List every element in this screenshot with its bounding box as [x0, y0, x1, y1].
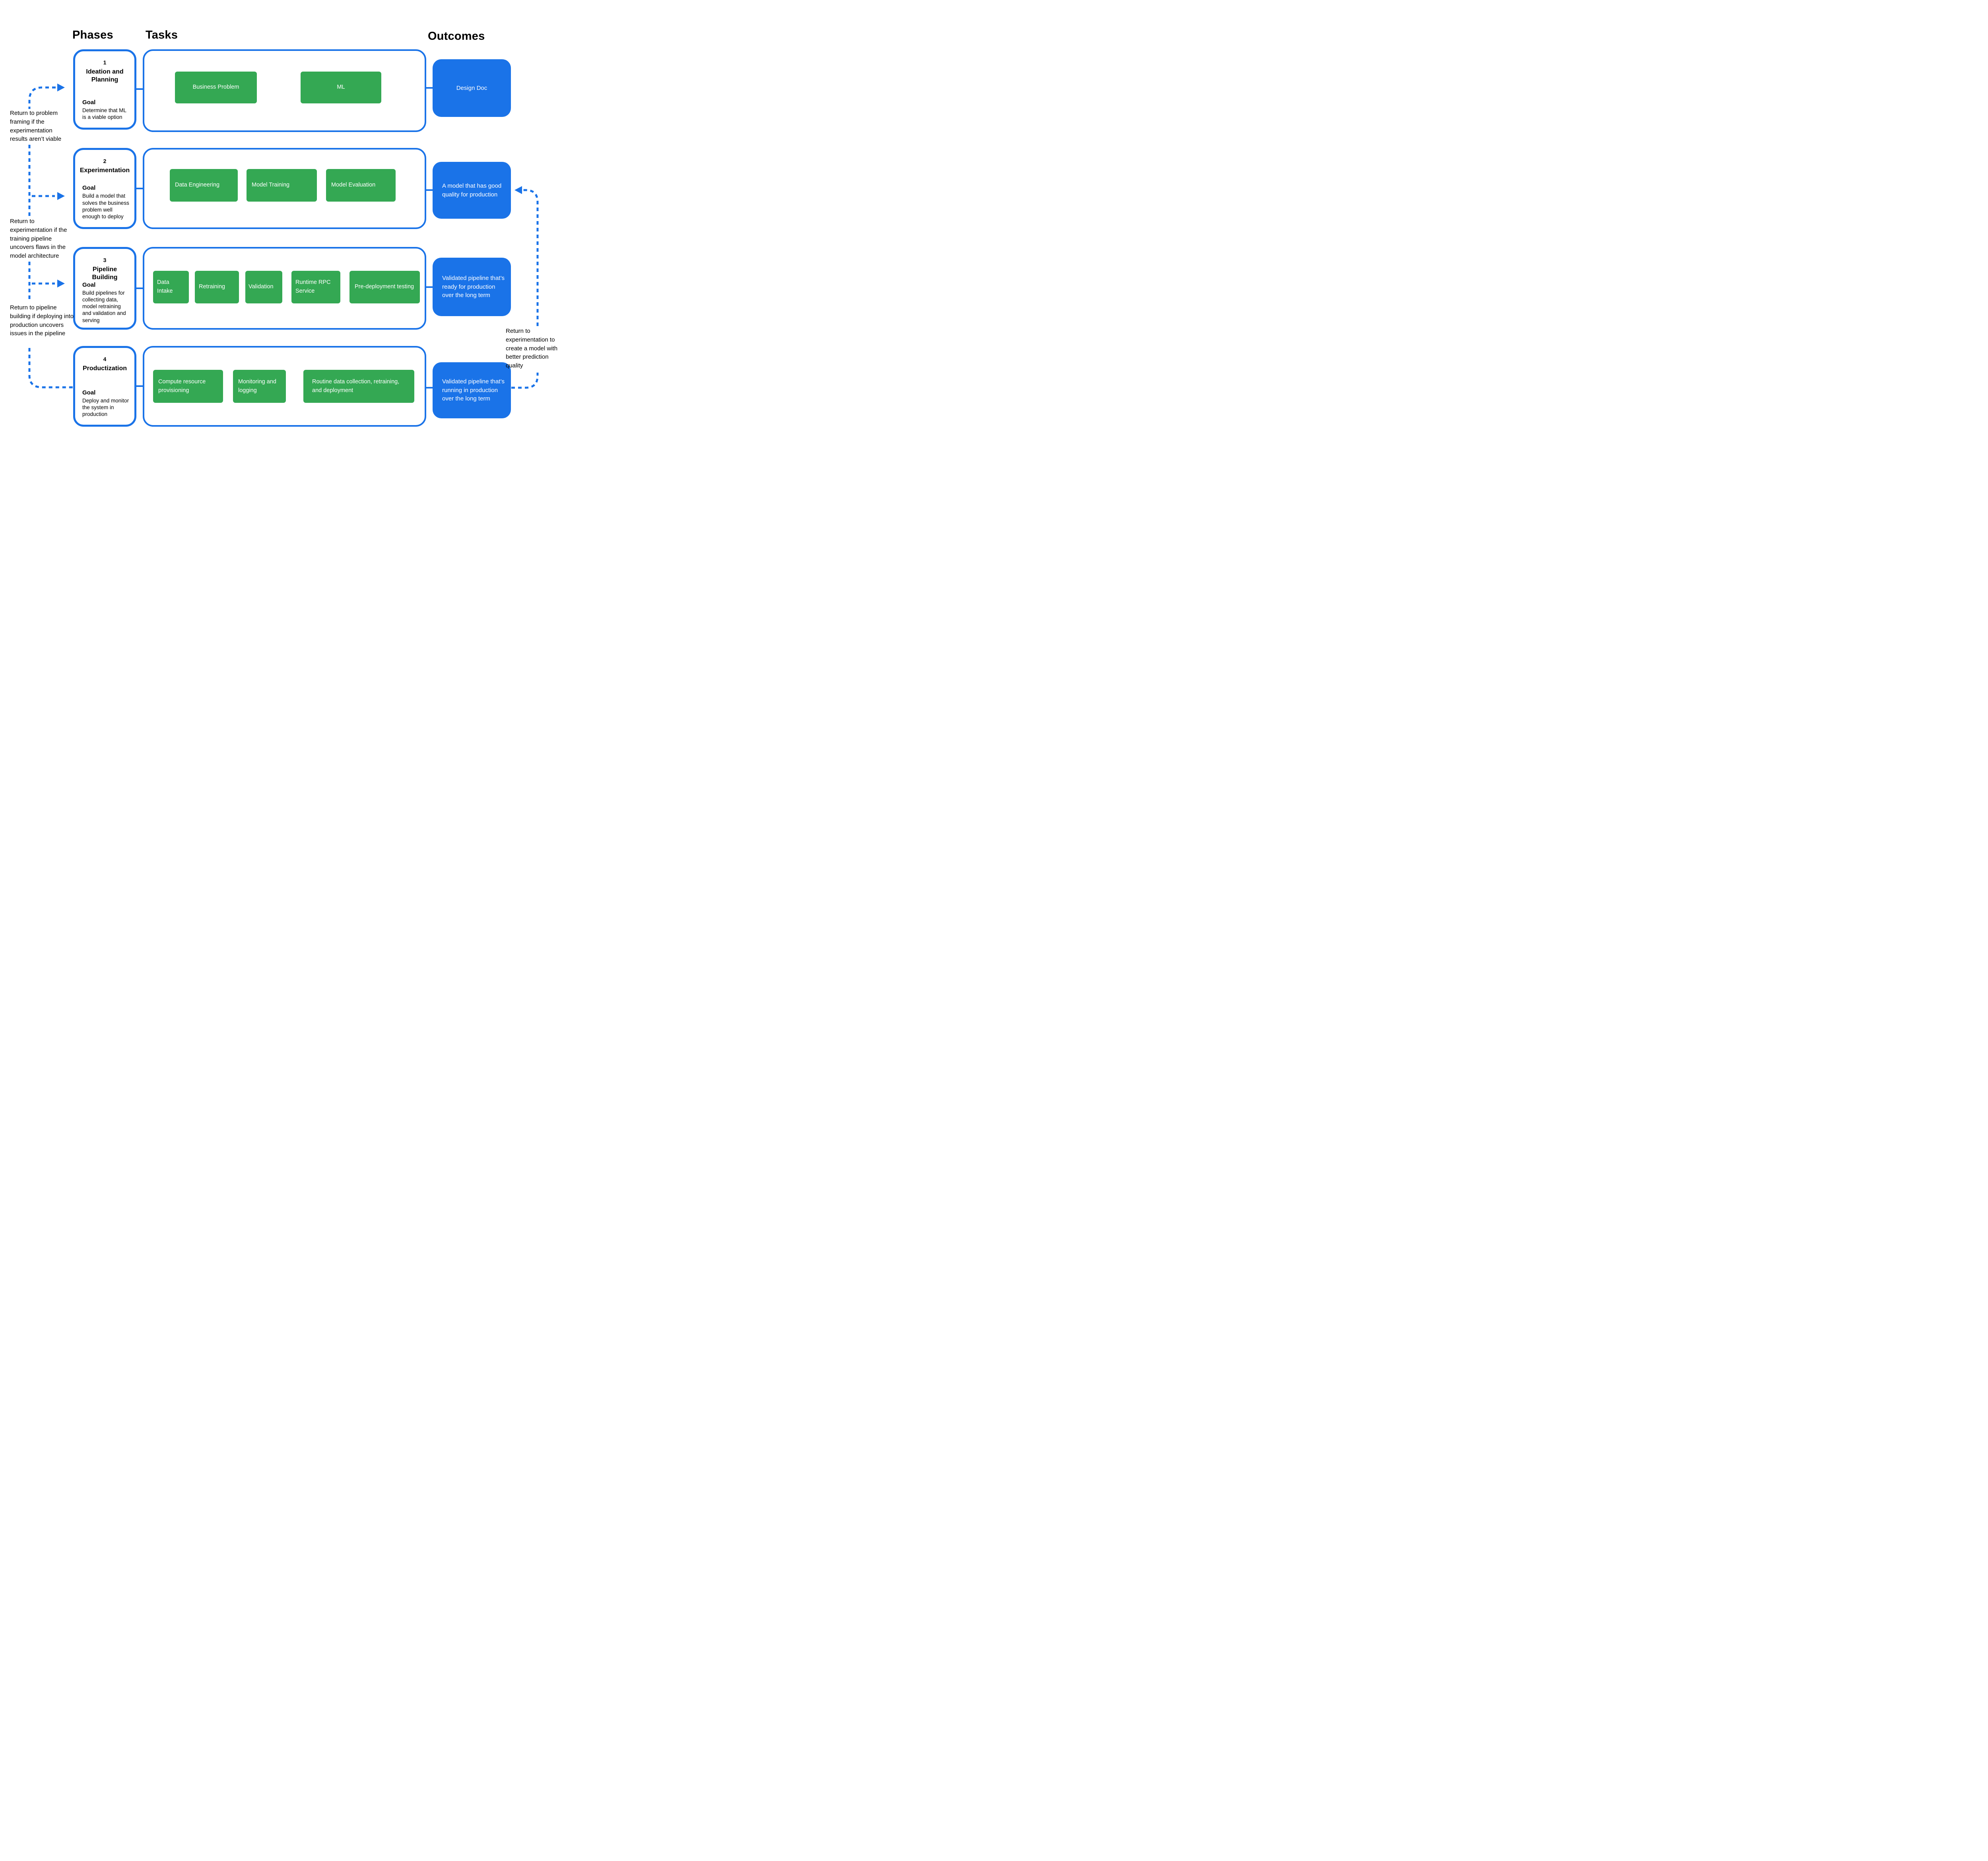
solid-blue-connectors — [136, 87, 433, 389]
phase-goal: Goal Deploy and monitor the system in pr… — [79, 389, 130, 418]
task-data-intake: Data Intake — [153, 271, 189, 303]
task-validation: Validation — [245, 271, 282, 303]
tasks-panel-3 — [143, 247, 426, 330]
phase-card-pipeline-building: 3 Pipeline Building Goal Build pipelines… — [73, 247, 136, 330]
arrow-to-outcome-2 — [514, 186, 522, 194]
task-model-training: Model Training — [247, 169, 317, 202]
goal-label: Goal — [82, 185, 96, 192]
mlops-phases-diagram: Phases Tasks Outcomes — [0, 0, 564, 465]
phase-goal: Goal Build pipelines for collecting data… — [79, 282, 130, 324]
phases-column-header: Phases — [72, 29, 113, 41]
goal-text: Build a model that solves the business p… — [82, 193, 129, 220]
phase-number: 3 — [103, 257, 107, 263]
task-business-problem: Business Problem — [175, 72, 257, 103]
phase-goal: Goal Determine that ML is a viable optio… — [79, 99, 130, 121]
task-model-evaluation: Model Evaluation — [326, 169, 396, 202]
goal-label: Goal — [82, 389, 96, 396]
outcome-pipeline-ready: Validated pipeline that’s ready for prod… — [433, 258, 511, 316]
green-task-connectors — [189, 87, 349, 387]
goal-text: Build pipelines for collecting data, mod… — [82, 290, 126, 323]
task-retraining: Retraining — [195, 271, 239, 303]
phase-card-experimentation: 2 Experimentation Goal Build a model tha… — [73, 148, 136, 229]
goal-label: Goal — [82, 99, 96, 106]
phase-number: 4 — [103, 356, 107, 362]
phase-goal: Goal Build a model that solves the busin… — [79, 185, 130, 221]
note-return-to-pipeline-building: Return to pipeline building if deploying… — [10, 304, 74, 337]
goal-text: Deploy and monitor the system in product… — [82, 397, 129, 417]
outcome-design-doc: Design Doc — [433, 59, 511, 117]
phase-card-productization: 4 Productization Goal Deploy and monitor… — [73, 346, 136, 427]
phase-number: 2 — [103, 158, 107, 164]
goal-text: Determine that ML is a viable option — [82, 107, 126, 120]
note-return-to-problem-framing: Return to problem framing if the experim… — [10, 110, 62, 143]
phase-title: Ideation and Planning — [86, 68, 124, 83]
goal-label: Goal — [82, 282, 96, 288]
outcome-pipeline-running: Validated pipeline that’s running in pro… — [433, 362, 511, 418]
outcomes-column-header: Outcomes — [428, 30, 485, 43]
phase-title: Pipeline Building — [92, 266, 118, 281]
note-return-to-experimentation-quality: Return to experimentation to create a mo… — [506, 328, 558, 369]
task-pre-deployment-testing: Pre-deployment testing — [349, 271, 420, 303]
task-monitoring-and-logging: Monitoring and logging — [233, 370, 286, 403]
task-data-engineering: Data Engineering — [170, 169, 238, 202]
arrow-to-phase-1 — [57, 84, 65, 91]
phase-number: 1 — [103, 59, 107, 66]
note-return-to-experimentation: Return to experimentation if the trainin… — [10, 218, 67, 259]
task-routine-collection-retraining-deployment: Routine data collection, retraining, and… — [303, 370, 414, 403]
phase-title: Productization — [82, 365, 127, 372]
phase-title: Experimentation — [80, 167, 130, 174]
task-ml: ML — [301, 72, 381, 103]
task-runtime-rpc-service: Runtime RPC Service — [291, 271, 340, 303]
tasks-column-header: Tasks — [146, 29, 178, 41]
arrow-to-phase-3 — [57, 280, 65, 288]
task-compute-resource-provisioning: Compute resource provisioning — [153, 370, 223, 403]
outcome-good-quality-model: A model that has good quality for produc… — [433, 162, 511, 219]
arrow-to-phase-2 — [57, 192, 65, 200]
phase-card-ideation: 1 Ideation and Planning Goal Determine t… — [73, 49, 136, 130]
